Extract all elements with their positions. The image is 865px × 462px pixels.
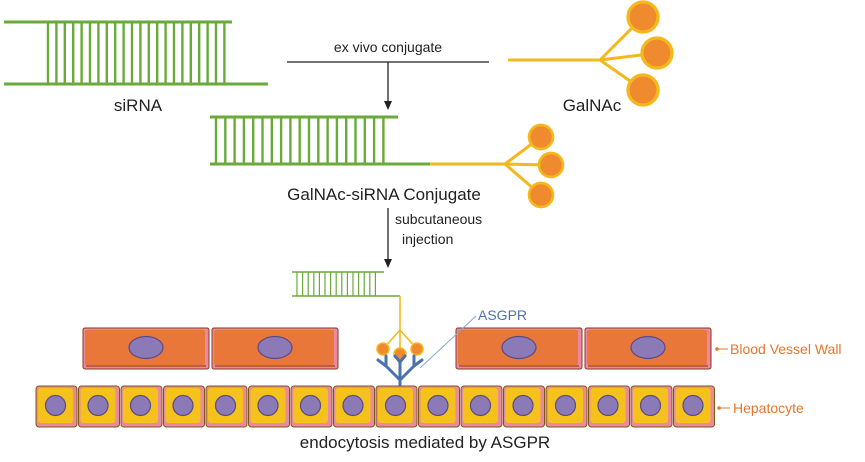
endothelial-cell [584, 327, 712, 370]
hepatocyte-cell [545, 385, 588, 428]
nucleus [44, 394, 67, 417]
hepatocyte-cell [460, 385, 503, 428]
nucleus [384, 394, 407, 417]
vessel-pointer-dot [715, 347, 719, 351]
galnac-sirna-conjugate [210, 115, 565, 209]
nucleus [682, 394, 704, 417]
galnac-sugar [640, 36, 674, 70]
vessel-label: Blood Vessel Wall [730, 341, 842, 357]
nucleus [469, 394, 492, 417]
sirna-label: siRNA [114, 96, 163, 115]
asgpr-label: ASGPR [478, 307, 527, 323]
injection-label: injection [402, 231, 453, 247]
hepatocyte-cell [418, 385, 460, 428]
conjugate-label: GalNAc-siRNA Conjugate [287, 185, 481, 204]
hepatocyte-cell [120, 385, 163, 428]
galnac-sugar [537, 151, 565, 179]
nucleus [501, 335, 537, 360]
nucleus [512, 394, 534, 417]
nucleus [427, 394, 449, 417]
galnac-sugar [626, 0, 660, 34]
nucleus [214, 394, 237, 417]
caption: endocytosis mediated by ASGPR [300, 433, 550, 452]
receptor-branches [376, 354, 424, 392]
hepatocyte-cell [248, 385, 290, 428]
nucleus [630, 335, 666, 360]
hepatocyte-cell [673, 385, 715, 428]
hepatocyte-layer [35, 385, 715, 428]
asgpr-pointer [419, 315, 477, 369]
conjugate-in-vessel [292, 271, 424, 361]
nucleus [342, 394, 364, 417]
hepatocyte-label: Hepatocyte [733, 400, 804, 416]
galnac-ligand [508, 0, 674, 107]
nucleus [554, 394, 577, 417]
hepatocyte-cell [630, 385, 673, 428]
asgpr-receptor [376, 354, 424, 392]
ex-vivo-label: ex vivo conjugate [334, 39, 442, 55]
subcutaneous-label: subcutaneous [395, 211, 482, 227]
galnac-sugar [410, 342, 424, 356]
nucleus [257, 394, 279, 417]
nucleus [597, 394, 619, 417]
nucleus [299, 394, 322, 417]
conjugation-arrow [287, 61, 489, 110]
hepatocyte-cell [78, 385, 120, 428]
endothelial-cell [455, 327, 583, 370]
endothelial-cell [211, 327, 339, 370]
hepatocyte-cell [503, 385, 545, 428]
nucleus [87, 394, 109, 417]
sirna-duplex [4, 20, 268, 86]
nucleus [128, 335, 164, 360]
galnac-sugar [527, 123, 555, 151]
galnac-sugar [626, 73, 660, 107]
galnac-sugar [527, 181, 555, 209]
hepatocyte-cell [588, 385, 630, 428]
hepatocyte-cell [205, 385, 248, 428]
hepatocyte-cell [375, 385, 418, 428]
injection-arrow [384, 208, 392, 268]
galnac-label: GalNAc [563, 96, 622, 115]
nucleus [129, 394, 152, 417]
hepatocyte-cell [290, 385, 333, 428]
hepatocyte-cell [35, 385, 78, 428]
hepatocyte-cell [333, 385, 375, 428]
hepatocyte-cell [163, 385, 205, 428]
nucleus [257, 335, 293, 360]
hepatocyte-pointer-dot [717, 406, 721, 410]
endothelial-cell [82, 327, 210, 370]
nucleus [639, 394, 662, 417]
galnac-sugar [376, 342, 390, 356]
blood-vessel-wall [82, 327, 712, 370]
nucleus [172, 394, 194, 417]
